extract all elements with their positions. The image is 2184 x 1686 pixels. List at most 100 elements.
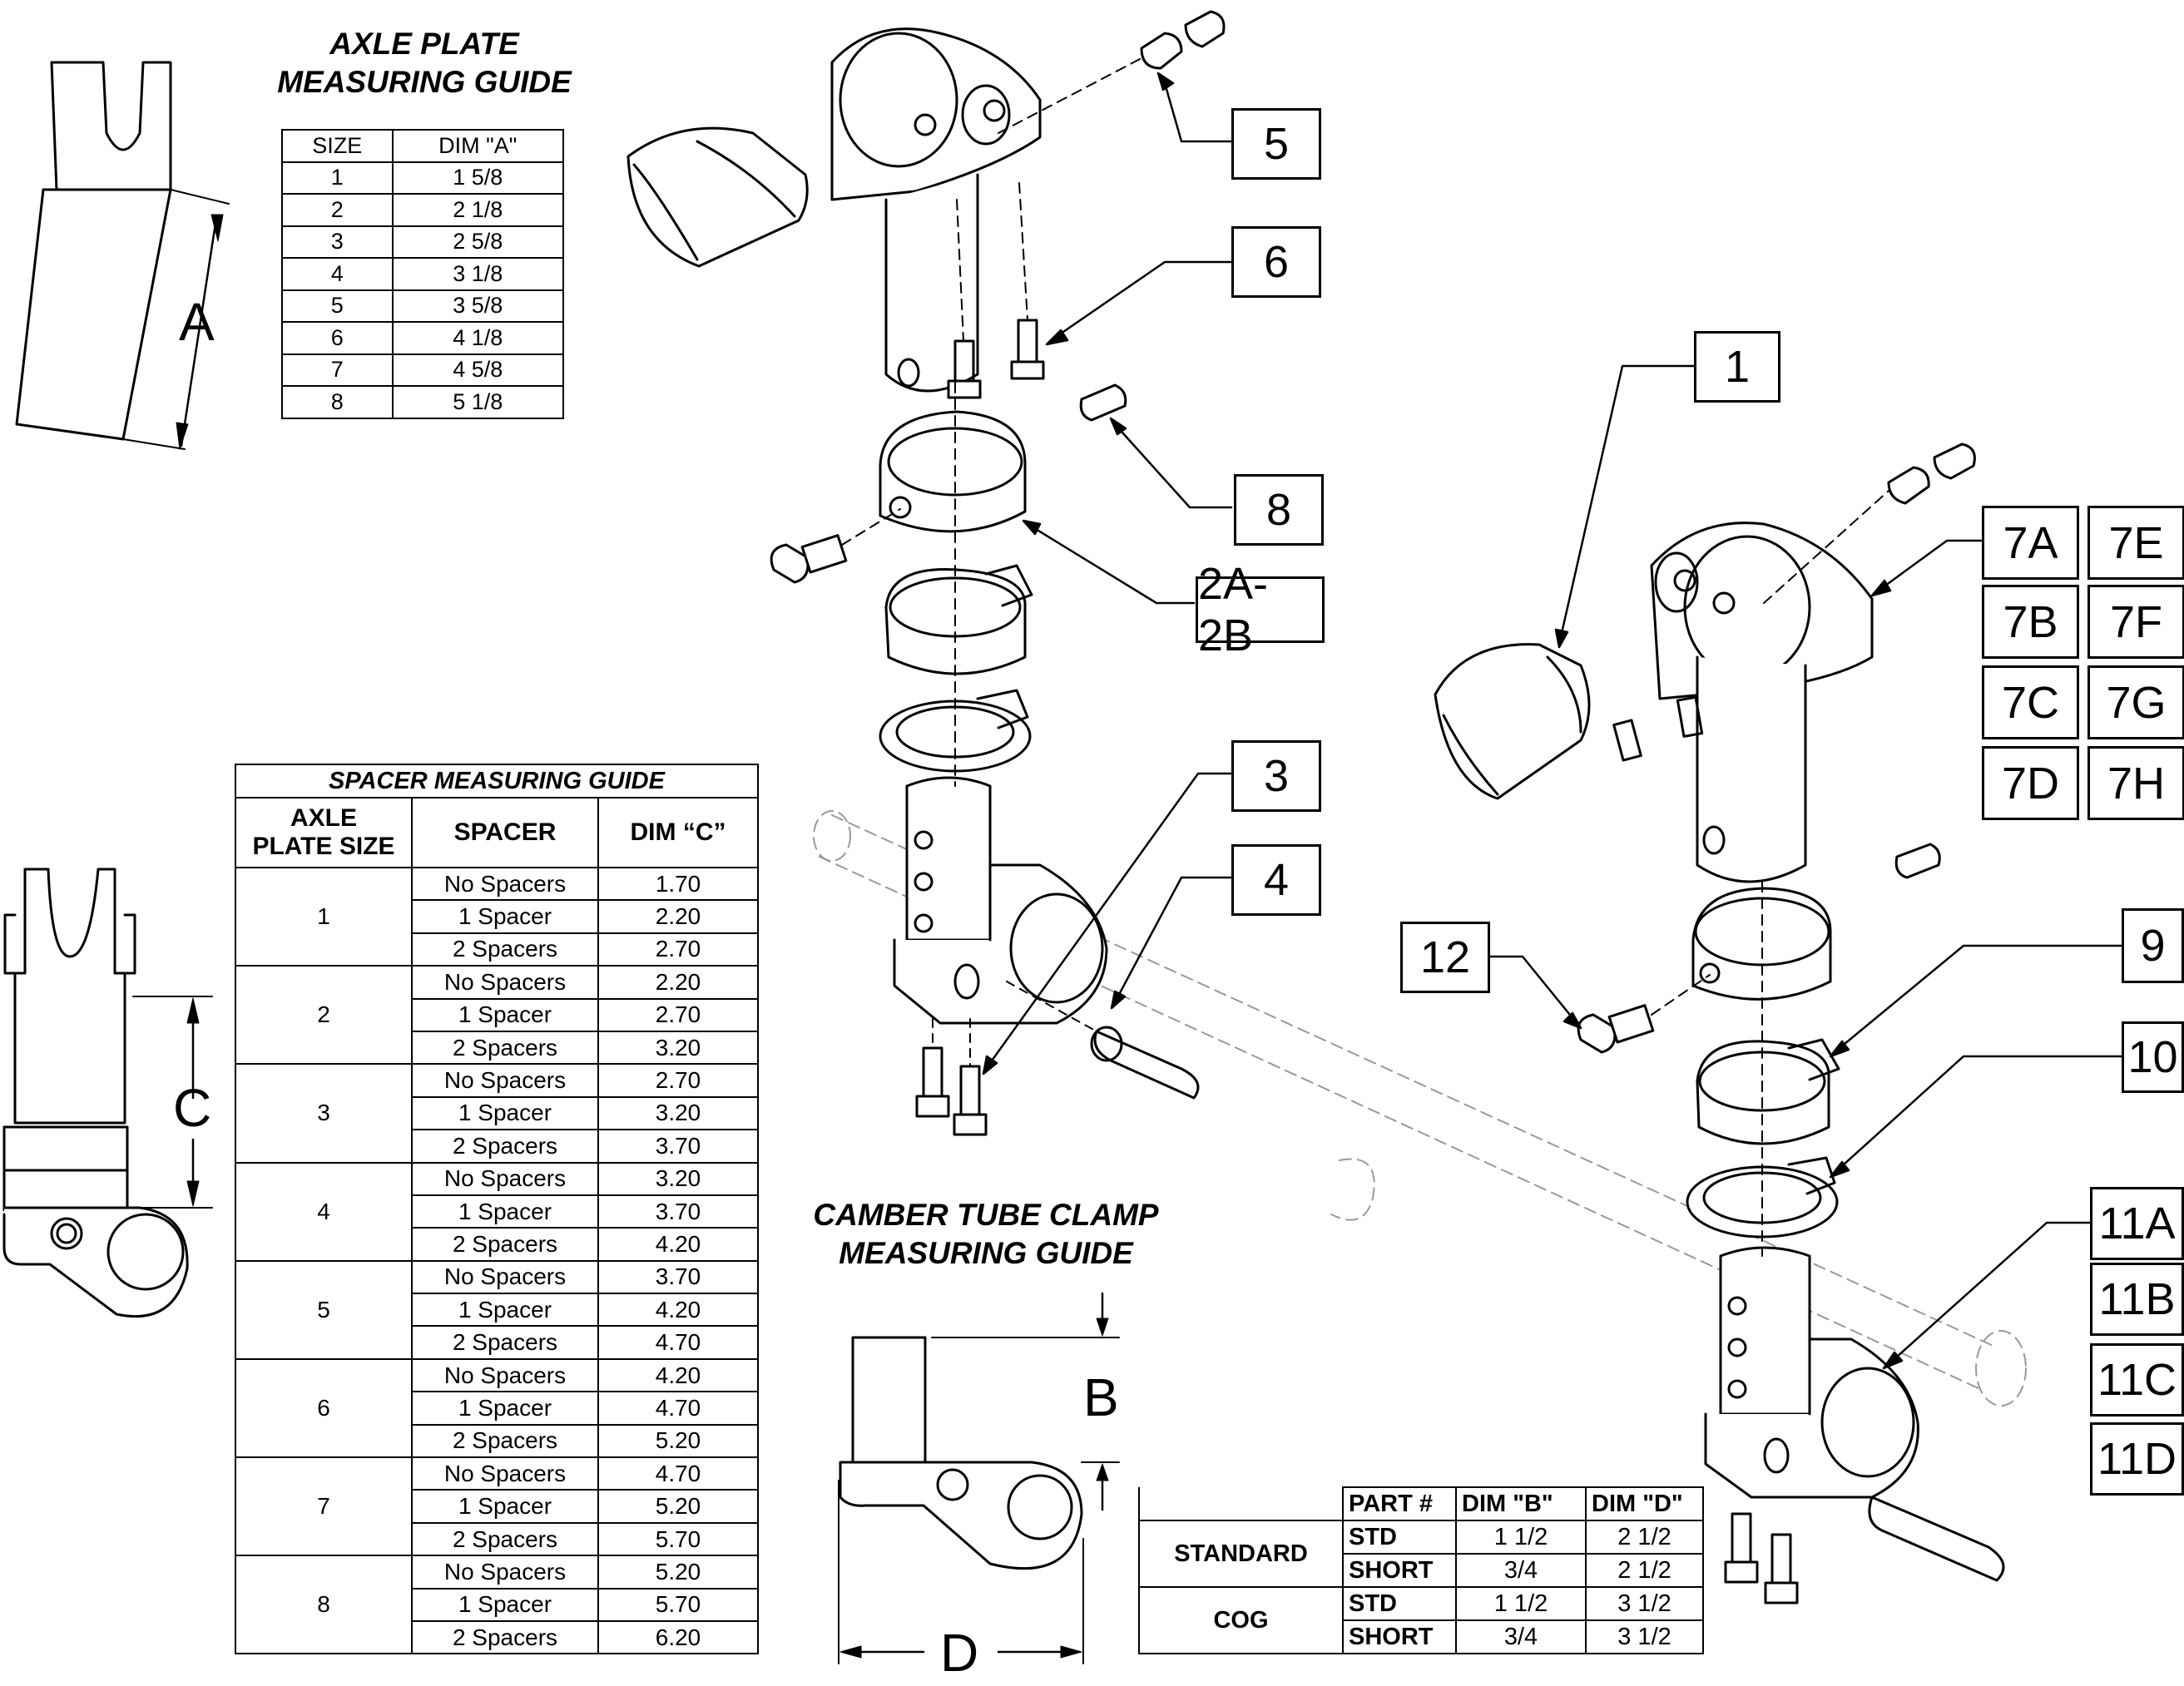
- camber-clamp-sketch: [838, 1292, 1120, 1664]
- table-cell: 3/4: [1455, 1553, 1587, 1588]
- column-header-dim-c: DIM “C”: [597, 797, 759, 868]
- dim-c-cell: 5.20: [597, 1489, 759, 1524]
- table-cell: 4: [281, 257, 394, 291]
- callout-6: 6: [1231, 226, 1321, 298]
- callout-11b: 11B: [2090, 1263, 2184, 1336]
- dim-c-cell: 4.20: [597, 1293, 759, 1328]
- spacer-cell: 2 Spacers: [411, 1423, 599, 1459]
- dim-c-cell: 3.20: [597, 1095, 759, 1131]
- callout-7a: 7A: [1982, 506, 2079, 580]
- table-cell: 4 5/8: [391, 353, 564, 387]
- table-cell: 4 1/8: [391, 321, 564, 355]
- axle-size-cell: 1: [235, 866, 413, 967]
- spacer-cell: 1 Spacer: [411, 1194, 599, 1229]
- dim-c-cell: 5.70: [597, 1587, 759, 1622]
- table-caption: SPACER MEASURING GUIDE: [235, 764, 759, 799]
- table-caption-row: SPACER MEASURING GUIDE: [235, 764, 759, 799]
- column-header-spacer: SPACER: [411, 797, 599, 868]
- table-cell: 3 5/8: [391, 289, 564, 323]
- spacer-cell: 1 Spacer: [411, 1587, 599, 1622]
- column-header-axle-plate-size: AXLE PLATE SIZE: [235, 797, 413, 868]
- table-cell: 3/4: [1455, 1619, 1587, 1654]
- table-cell: 2 1/8: [391, 193, 564, 227]
- spacer-cell: No Spacers: [411, 1357, 599, 1393]
- spacer-cell: 2 Spacers: [411, 1521, 599, 1557]
- spacer-cell: No Spacers: [411, 866, 599, 902]
- callout-7c: 7C: [1982, 665, 2079, 739]
- table-cell: 3 1/2: [1585, 1619, 1704, 1654]
- callout-1: 1: [1694, 331, 1780, 403]
- table-cell: 1: [281, 161, 394, 195]
- table-cell: 2: [281, 193, 394, 227]
- table-cell: 2 1/2: [1585, 1553, 1704, 1588]
- dim-c-cell: 2.20: [597, 965, 759, 1000]
- callout-7e: 7E: [2087, 506, 2184, 580]
- callout-11a: 11A: [2090, 1187, 2184, 1260]
- dim-a-label: A: [179, 292, 215, 352]
- dim-c-cell: 2.70: [597, 997, 759, 1032]
- callout-11d: 11D: [2090, 1422, 2184, 1496]
- spacer-cell: No Spacers: [411, 1555, 599, 1590]
- camber-guide-title: CAMBER TUBE CLAMP MEASURING GUIDE: [770, 1196, 1202, 1273]
- dim-c-cell: 4.70: [597, 1325, 759, 1360]
- spacer-cell: 1 Spacer: [411, 899, 599, 934]
- dim-c-cell: 1.70: [597, 866, 759, 902]
- blank-corner-cell: [1138, 1487, 1344, 1521]
- camber-clamp-table: PART # DIM "B" DIM "D" STANDARD STD 1 1/…: [1138, 1486, 1704, 1654]
- callout-7b: 7B: [1982, 585, 2079, 659]
- table-row: COG STD 1 1/2 3 1/2: [1138, 1586, 1704, 1654]
- dim-c-cell: 3.70: [597, 1129, 759, 1164]
- callout-3: 3: [1231, 740, 1321, 812]
- spacer-measure-sketch: [2, 868, 213, 1318]
- table-cell: 7: [281, 353, 394, 387]
- spacer-cell: 2 Spacers: [411, 1227, 599, 1262]
- callout-7g: 7G: [2087, 665, 2184, 739]
- dim-c-cell: 2.70: [597, 932, 759, 967]
- table-header-row: SIZE DIM "A": [281, 129, 564, 163]
- table-cell: 5: [281, 289, 394, 323]
- table-cell: 2 5/8: [391, 225, 564, 259]
- table-cell: 5 1/8: [391, 385, 564, 419]
- table-cell: 3 1/2: [1585, 1586, 1704, 1621]
- spacer-cell: No Spacers: [411, 1063, 599, 1098]
- spacer-cell: 2 Spacers: [411, 1619, 599, 1655]
- column-header: DIM "B": [1455, 1486, 1587, 1521]
- table-row: SHORT 3/4 3 1/2: [1139, 1619, 1704, 1654]
- spacer-measuring-table: SPACER MEASURING GUIDE AXLE PLATE SIZE S…: [235, 764, 759, 1655]
- spacer-cell: 1 Spacer: [411, 1293, 599, 1328]
- dim-c-cell: 4.20: [597, 1357, 759, 1393]
- dim-c-cell: 3.70: [597, 1194, 759, 1229]
- table-header-row: PART # DIM "B" DIM "D": [1138, 1486, 1704, 1521]
- axle-size-cell: 3: [235, 1063, 413, 1164]
- table-row: SHORT 3/4 2 1/2: [1139, 1553, 1704, 1588]
- axle-size-cell: 5: [235, 1259, 413, 1360]
- table-cell: 3: [281, 225, 394, 259]
- spacer-cell: 1 Spacer: [411, 1095, 599, 1131]
- dim-c-cell: 4.20: [597, 1227, 759, 1262]
- spacer-cell: 2 Spacers: [411, 1325, 599, 1360]
- callout-7h: 7H: [2087, 746, 2184, 820]
- callout-11c: 11C: [2090, 1343, 2184, 1417]
- table-cell: 1 5/8: [391, 161, 564, 195]
- dim-c-cell: 5.70: [597, 1521, 759, 1557]
- column-header: SIZE: [281, 129, 394, 163]
- axle-plate-sketch: [15, 61, 230, 450]
- dim-c-cell: 5.20: [597, 1423, 759, 1459]
